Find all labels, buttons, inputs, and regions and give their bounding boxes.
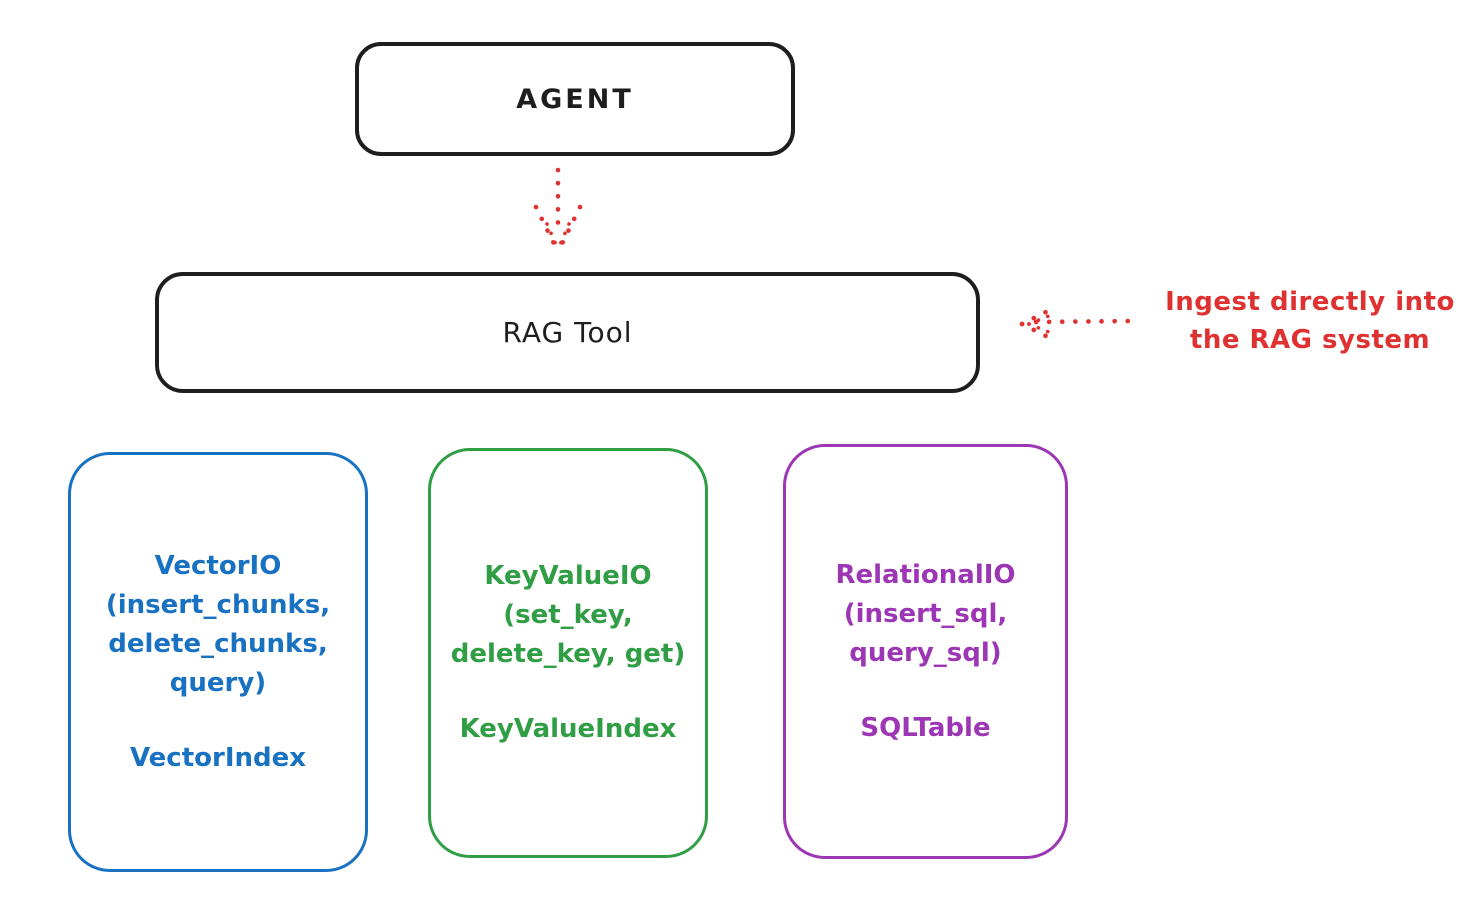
rag-tool-label: RAG Tool xyxy=(502,316,633,349)
left-arrow-shaft xyxy=(1033,318,1137,325)
relationalio-box: RelationalIO (insert_sql, query_sql) SQL… xyxy=(783,444,1068,859)
agent-to-rag-arrow xyxy=(533,167,583,255)
agent-label: AGENT xyxy=(516,83,634,115)
relationalio-index-label: SQLTable xyxy=(860,712,991,743)
left-arrow-head-top xyxy=(1019,305,1057,327)
agent-box: AGENT xyxy=(355,42,795,156)
down-arrow-inner-right xyxy=(557,222,571,249)
rag-tool-box: RAG Tool xyxy=(155,272,980,393)
left-arrow-inner-top xyxy=(1027,313,1053,326)
down-arrow-head-left xyxy=(533,204,561,255)
relationalio-label: RelationalIO (insert_sql, query_sql) xyxy=(835,559,1016,668)
annotation-to-rag-arrow xyxy=(1019,305,1137,343)
left-arrow-inner-bottom xyxy=(1027,322,1053,335)
vectorio-label: VectorIO (insert_chunks, delete_chunks, … xyxy=(105,550,331,698)
keyvalueio-index-label: KeyValueIndex xyxy=(459,714,677,744)
keyvalueio-box: KeyValueIO (set_key, delete_key, get) Ke… xyxy=(428,448,708,858)
down-arrow-head-right xyxy=(555,204,583,255)
keyvalueio-label: KeyValueIO (set_key, delete_key, get) xyxy=(450,561,686,669)
vectorio-box: VectorIO (insert_chunks, delete_chunks, … xyxy=(68,452,368,872)
annotation-text: Ingest directly into the RAG system xyxy=(1165,287,1455,355)
vectorio-index-label: VectorIndex xyxy=(129,742,307,773)
down-arrow-inner-left xyxy=(545,222,559,249)
left-arrow-head-bottom xyxy=(1019,321,1057,343)
